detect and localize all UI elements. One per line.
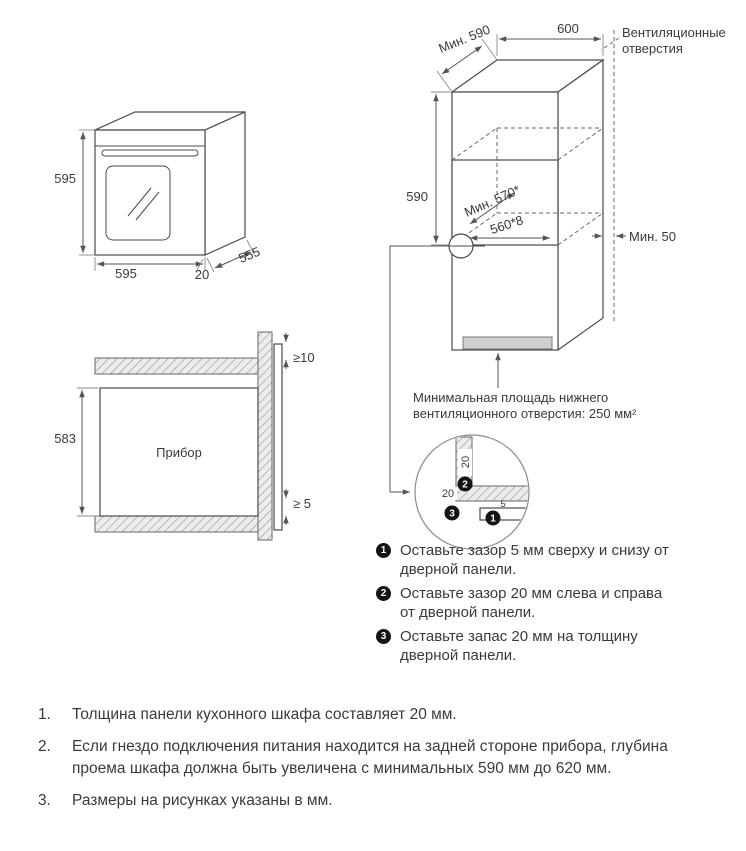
detail-view: 20 20 5 2 3 1 xyxy=(414,434,530,550)
cabinet-min-depth-label: Мин. 590 xyxy=(436,22,492,56)
door-panel xyxy=(273,343,283,531)
legend-text-1: Оставьте зазор 5 мм сверху и снизу от дв… xyxy=(400,542,669,578)
cabinet-top-wall xyxy=(94,357,259,375)
footnote-1: 1. Толщина панели кухонного шкафа состав… xyxy=(38,704,706,726)
installation-diagram: 595 595 555 20 xyxy=(54,21,726,550)
detail-marker-2: 2 xyxy=(457,476,473,492)
oven-frame-label: 20 xyxy=(195,267,209,282)
legend-item-1: 1 Оставьте зазор 5 мм сверху и снизу от … xyxy=(376,541,696,579)
section-height-label: 583 xyxy=(54,431,76,446)
oven-door-window xyxy=(105,165,171,241)
detail-marker-3: 3 xyxy=(444,505,460,521)
section-view: Прибор 583 ≥10 ≥ 5 xyxy=(54,331,315,541)
detail-side-label: 20 xyxy=(442,488,454,500)
niche-height-label: 590 xyxy=(406,189,428,204)
oven-handle xyxy=(101,149,199,157)
cabinet-side-wall xyxy=(257,331,273,541)
oven-depth-label: 555 xyxy=(236,244,262,266)
svg-text:1: 1 xyxy=(490,514,496,525)
cabinet-width-label: 600 xyxy=(557,21,579,36)
bottom-gap-label: ≥ 5 xyxy=(293,496,311,511)
footnotes: 1. Толщина панели кухонного шкафа состав… xyxy=(38,704,706,822)
oven-isometric xyxy=(94,111,246,256)
oven-width-label: 595 xyxy=(115,266,137,281)
vent-area-note: Минимальная площадь нижнего вентиляционн… xyxy=(413,390,637,421)
appliance-label: Прибор xyxy=(156,445,202,460)
bottom-vent-strip xyxy=(462,336,553,350)
legend-text-2: Оставьте зазор 20 мм слева и справа от д… xyxy=(400,585,663,621)
legend: 1 Оставьте зазор 5 мм сверху и снизу от … xyxy=(376,541,696,670)
legend-text-3: Оставьте запас 20 мм на толщину дверной … xyxy=(400,628,638,664)
legend-item-2: 2 Оставьте зазор 20 мм слева и справа от… xyxy=(376,584,696,622)
legend-marker-2: 2 xyxy=(376,586,391,601)
appliance-body xyxy=(99,387,259,517)
cabinet-isometric xyxy=(450,30,620,352)
detail-thickness-label: 20 xyxy=(460,456,472,468)
footnote-number: 2. xyxy=(38,738,51,755)
legend-marker-1: 1 xyxy=(376,543,391,558)
detail-leader-line xyxy=(389,245,449,492)
top-gap-label: ≥10 xyxy=(293,350,315,365)
footnote-number: 1. xyxy=(38,706,51,723)
legend-item-3: 3 Оставьте запас 20 мм на толщину дверно… xyxy=(376,627,696,665)
oven-height-label: 595 xyxy=(54,171,76,186)
legend-marker-3: 3 xyxy=(376,629,391,644)
footnote-3: 3. Размеры на рисунках указаны в мм. xyxy=(38,790,706,812)
footnote-number: 3. xyxy=(38,792,51,809)
footnote-text: Размеры на рисунках указаны в мм. xyxy=(72,792,333,809)
footnote-text: Если гнездо подключения питания находитс… xyxy=(72,738,668,777)
detail-marker-1: 1 xyxy=(485,510,501,526)
vent-holes-label-line1: Вентиляционные xyxy=(622,25,726,40)
svg-text:2: 2 xyxy=(462,480,468,491)
oven-dimensions: 595 595 555 20 xyxy=(54,129,262,282)
footnote-2: 2. Если гнездо подключения питания наход… xyxy=(38,736,706,780)
vent-holes-label-line2: отверстия xyxy=(622,41,683,56)
section-datum-mark xyxy=(437,233,485,259)
rear-gap-label: Мин. 50 xyxy=(629,229,676,244)
cabinet-bottom-wall xyxy=(94,515,259,533)
detail-gap-label: 5 xyxy=(500,499,505,510)
footnote-text: Толщина панели кухонного шкафа составляе… xyxy=(72,706,457,723)
svg-text:3: 3 xyxy=(449,509,455,520)
